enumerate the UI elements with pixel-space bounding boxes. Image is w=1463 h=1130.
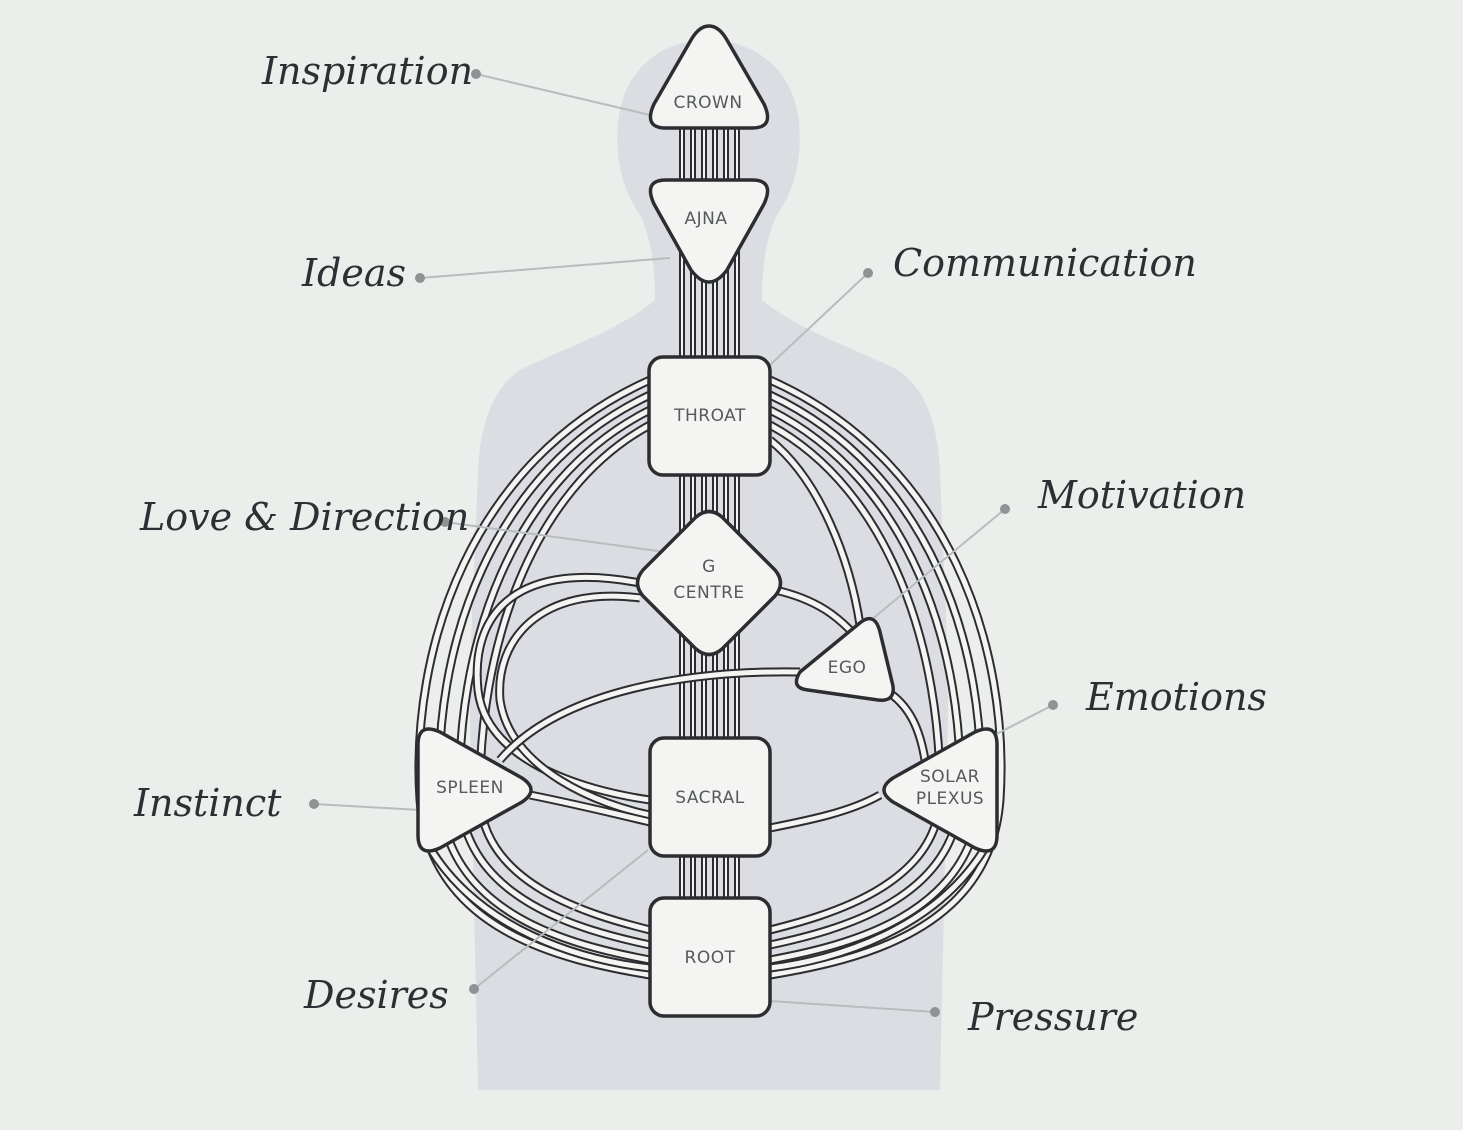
center-root: ROOT [648,896,772,1018]
center-g-centre: G CENTRE [635,509,783,657]
label-communication: Communication [893,241,1197,285]
dot-ideas [415,273,425,283]
label-emotions: Emotions [1085,675,1267,719]
center-label-g: G [702,557,716,577]
spleen-to-root-fill [427,846,651,971]
label-motivation: Motivation [1037,473,1246,517]
dot-inspiration [471,69,481,79]
g-to-ego-fill [774,587,852,632]
center-label-spleen: SPLEEN [436,778,504,798]
label-ideas: Ideas [301,251,406,295]
center-ego: EGO [794,616,895,702]
g-to-sacral-arc-fill [474,574,651,803]
center-label-sacral: SACRAL [675,788,745,808]
leader-desires [473,849,649,990]
label-instinct: Instinct [133,781,282,825]
center-ajna: AJNA [648,178,770,284]
center-throat: THROAT [647,355,772,477]
center-label-solar: SOLAR [920,767,980,787]
dot-motivation [1000,504,1010,514]
g-to-sacral-arc-2-fill [497,593,651,818]
label-love-direction: Love & Direction [139,495,469,539]
dot-pressure [930,1007,940,1017]
label-desires: Desires [303,973,449,1017]
label-pressure: Pressure [967,995,1138,1039]
solar-to-root-fill [769,846,988,971]
center-crown: CROWN [648,24,770,130]
loop-right-0-fill [768,377,1004,978]
label-inspiration: Inspiration [261,49,473,93]
center-spleen: SPLEEN [416,727,533,853]
center-label-plexus: PLEXUS [916,789,984,809]
dot-instinct [309,799,319,809]
throat-to-ego-fill [768,438,863,626]
center-solar-plexus: SOLAR PLEXUS [882,727,999,853]
leader-inspiration [475,73,651,116]
dot-emotions [1048,700,1058,710]
center-label-ego: EGO [828,658,867,678]
center-label-root: ROOT [685,948,736,968]
spleen-to-ego-fill [498,669,801,762]
leader-love-direction [444,521,666,553]
dot-love-direction [440,517,450,527]
leader-instinct [313,803,421,811]
sacral-to-solar-fill [769,792,882,831]
leader-communication [769,272,869,366]
center-label-throat: THROAT [673,406,746,426]
center-label-crown: CROWN [673,93,742,113]
leader-motivation [864,508,1006,626]
dot-communication [863,268,873,278]
center-label-centre: CENTRE [673,583,744,603]
leader-ideas [419,257,671,279]
dot-desires [469,984,479,994]
center-label-ajna: AJNA [685,209,728,229]
spleen-to-sacral-fill [529,792,651,825]
center-sacral: SACRAL [648,736,772,858]
